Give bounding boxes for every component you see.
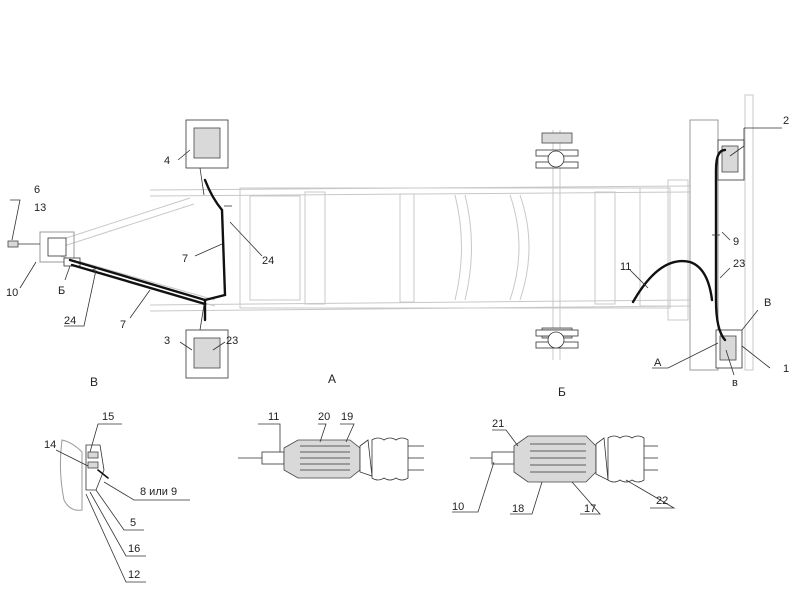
lamp-rear-top <box>717 139 745 181</box>
callout-14: 14 <box>44 439 56 451</box>
callout-23-front: 23 <box>226 335 238 347</box>
callout-21: 21 <box>492 418 504 430</box>
callouts-main: 4 3 23 7 24 7 24 6 13 10 Б 11 2 9 23 1 <box>6 115 789 389</box>
callout-18: 18 <box>512 503 524 515</box>
callout-5: 5 <box>130 517 136 529</box>
callout-8-or-9: 8 или 9 <box>140 486 177 498</box>
detail-view-V: 15 14 8 или 9 5 16 12 <box>44 411 190 583</box>
callout-7-drawbar: 7 <box>120 319 126 331</box>
wheel-bottom <box>535 327 579 349</box>
cable-front-vertical <box>203 178 227 302</box>
connector-detail-1: 11 20 19 <box>238 411 424 481</box>
callout-24-front: 24 <box>262 255 274 267</box>
callout-6: 6 <box>34 184 40 196</box>
callout-4: 4 <box>164 155 170 167</box>
callout-23-rear: 23 <box>733 258 745 270</box>
lamp-rear-bottom <box>715 329 743 369</box>
axle-assembly <box>535 130 579 360</box>
callout-11-connector: 11 <box>268 411 279 423</box>
callout-17: 17 <box>584 503 596 515</box>
drawbar <box>7 197 216 307</box>
view-label-A: А <box>328 372 336 386</box>
cable-drawbar <box>68 258 207 302</box>
view-label-B: Б <box>558 385 566 399</box>
callout-13: 13 <box>34 202 46 214</box>
lamp-front-bottom <box>185 304 229 379</box>
callout-1: 1 <box>783 363 789 375</box>
callout-10-connector: 10 <box>452 501 464 513</box>
connector-1-pins <box>300 445 350 471</box>
callout-15: 15 <box>102 411 114 423</box>
cable-11 <box>631 259 714 304</box>
marker-A-rear: А <box>654 357 662 369</box>
view-label-V: В <box>90 375 98 389</box>
callout-10-main: 10 <box>6 287 18 299</box>
callout-12: 12 <box>128 569 140 581</box>
connector-detail-2: 21 10 18 17 22 <box>452 418 676 515</box>
callout-16: 16 <box>128 543 140 555</box>
callout-11-main: 11 <box>620 261 631 273</box>
callout-9: 9 <box>733 236 739 248</box>
callout-2: 2 <box>783 115 789 127</box>
callout-7-front: 7 <box>182 253 188 265</box>
callout-20: 20 <box>318 411 330 423</box>
callout-3: 3 <box>164 335 170 347</box>
callout-19: 19 <box>341 411 353 423</box>
chassis-frame <box>149 94 754 371</box>
marker-V-rear: В <box>764 297 771 309</box>
callout-24-drawbar: 24 <box>64 315 76 327</box>
wheel-top <box>535 132 579 169</box>
callout-22: 22 <box>656 495 668 507</box>
lamp-front-top <box>185 119 229 196</box>
connector-2-pins <box>530 443 586 473</box>
marker-B-main: Б <box>58 285 65 297</box>
marker-v-small: в <box>732 377 738 389</box>
wiring-harness <box>68 148 727 342</box>
